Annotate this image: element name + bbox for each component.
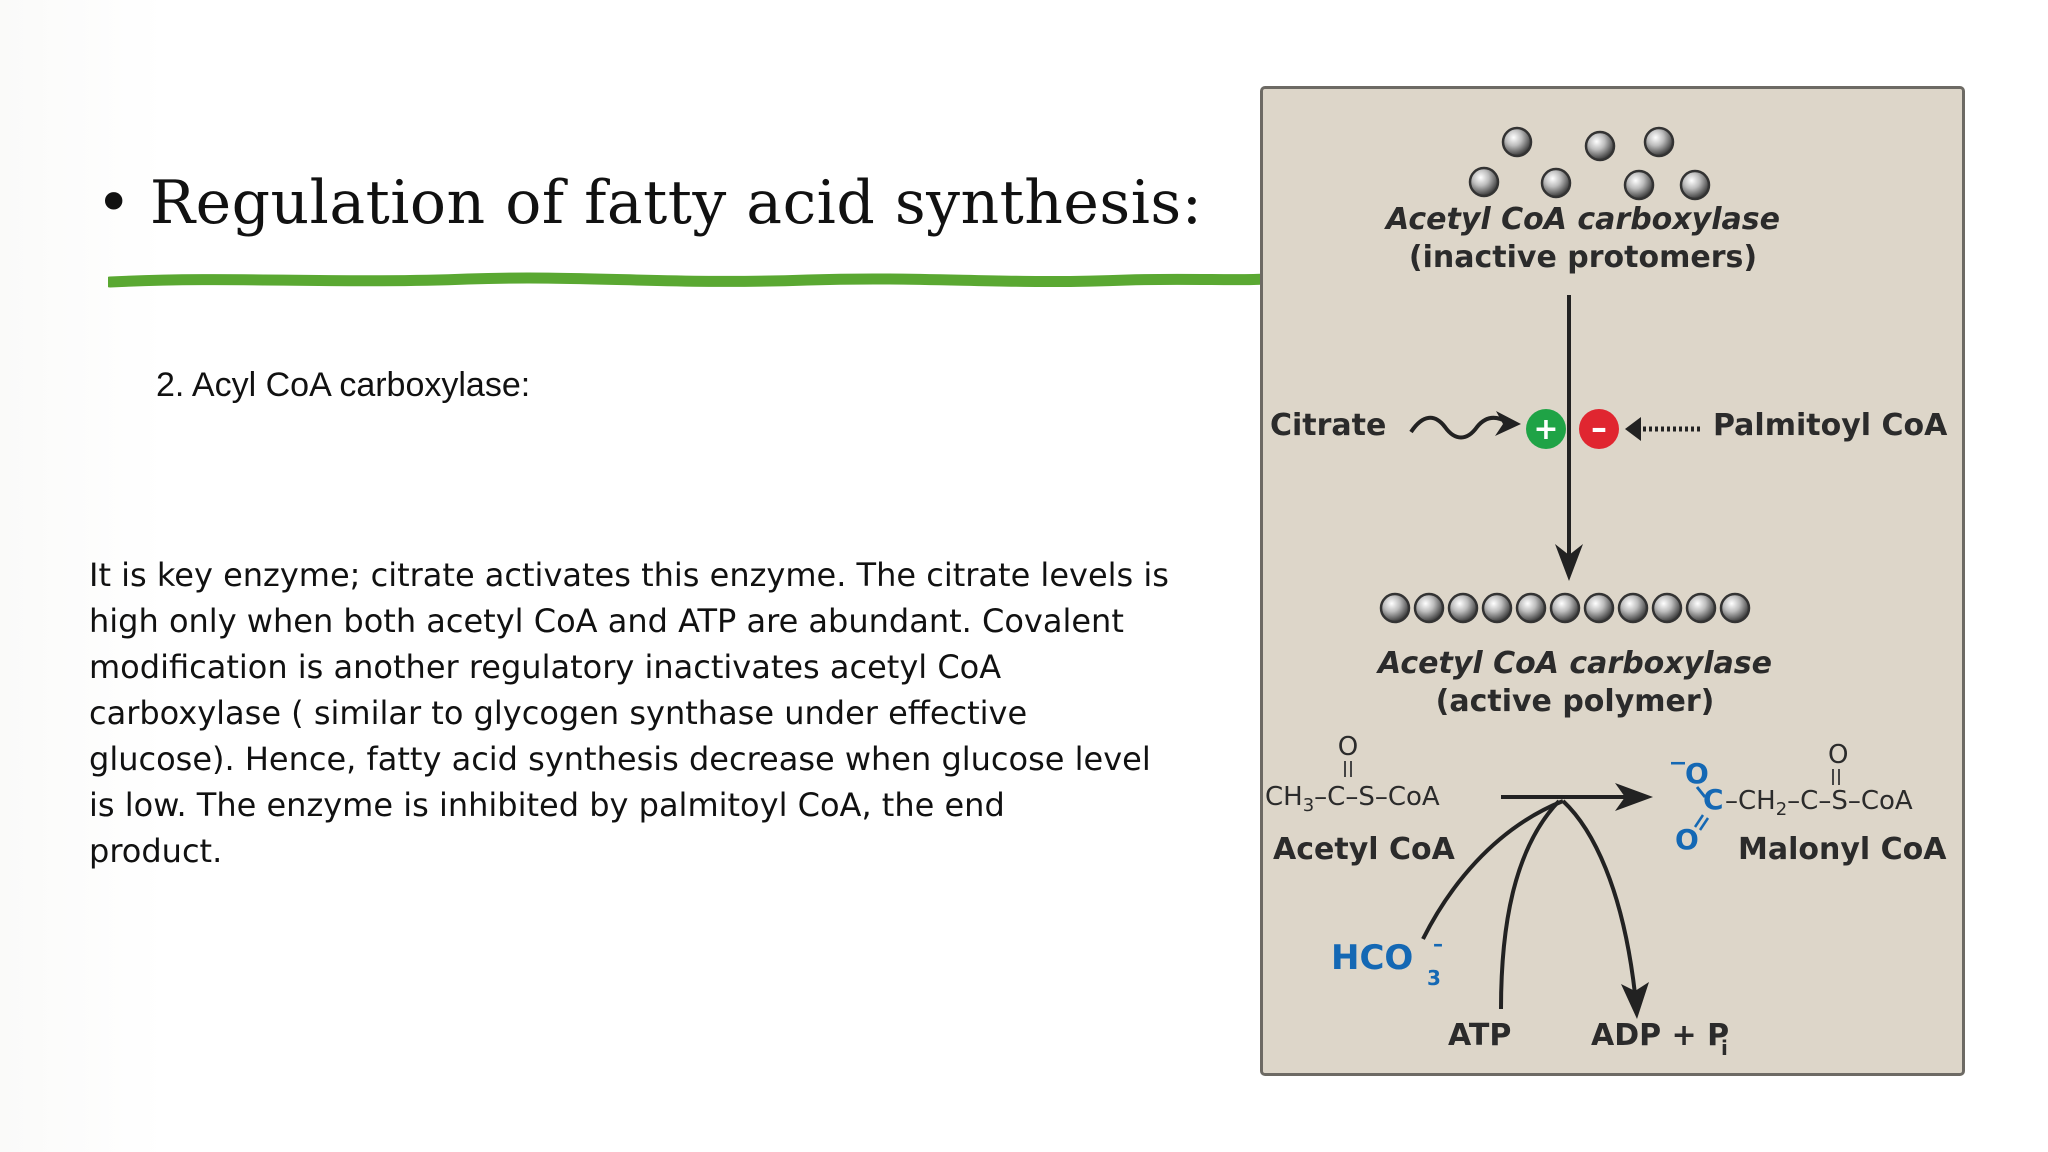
paragraph-line: carboxylase ( similar to glycogen syntha… [89, 694, 1028, 732]
svg-text:C: C [1703, 783, 1724, 816]
paragraph-line: glucose). Hence, fatty acid synthesis de… [89, 740, 1151, 778]
svg-text:i: i [1721, 1036, 1728, 1060]
adp-arrowhead [1621, 982, 1649, 1019]
subheading: 2. Acyl CoA carboxylase: [156, 366, 531, 404]
paragraph-line: It is key enzyme; citrate activates this… [89, 556, 1169, 594]
acetyl-coa-label: Acetyl CoA [1273, 832, 1456, 867]
active-enzyme-state: (active polymer) [1436, 684, 1715, 719]
inhibitor-arrowhead [1625, 417, 1641, 441]
title-bullet: • [96, 168, 132, 238]
description-paragraph: It is key enzyme; citrate activates this… [89, 552, 1169, 874]
title-text: Regulation of fatty acid synthesis: [149, 168, 1203, 238]
citrate-arrowhead [1495, 411, 1521, 436]
svg-text:O: O [1675, 823, 1699, 856]
paragraph-line: product. [89, 832, 223, 870]
citrate-label: Citrate [1270, 408, 1386, 443]
figure-diagram: Acetyl CoA carboxylase (inactive protome… [1265, 126, 1948, 1060]
paragraph-line: modification is another regulatory inact… [89, 648, 1002, 686]
atp-arrow [1499, 799, 1561, 1010]
svg-text:3: 3 [1427, 966, 1441, 990]
adp-pi-label: ADP + P i [1591, 1018, 1729, 1060]
svg-text:‾O: ‾O [1671, 757, 1709, 790]
inactive-enzyme-state: (inactive protomers) [1409, 240, 1757, 275]
bicarbonate-arrow [1421, 799, 1564, 940]
inhibitor-minus-icon [1579, 409, 1619, 449]
reaction-arrowhead [1615, 783, 1653, 811]
minus-sign: – [1591, 409, 1607, 447]
svg-text:O: O [1828, 740, 1848, 770]
bicarbonate-label: HCO 3 – [1331, 932, 1443, 990]
svg-text:CH3–C–S–CoA: CH3–C–S–CoA [1265, 782, 1440, 816]
title-underline [108, 272, 1268, 288]
activation-arrowhead [1555, 544, 1583, 581]
active-polymer [1379, 592, 1751, 624]
svg-text:–CH2–C–S–CoA: –CH2–C–S–CoA [1725, 786, 1913, 820]
plus-sign: + [1533, 412, 1558, 447]
slide-title: •Regulation of fatty acid synthesis: [96, 168, 1202, 238]
enzyme-regulation-figure: Acetyl CoA carboxylase (inactive protome… [1260, 86, 1965, 1076]
adp-arrow [1561, 799, 1637, 995]
citrate-arrow [1409, 415, 1509, 440]
svg-text:HCO: HCO [1331, 938, 1413, 978]
acetyl-coa-structure: O CH3–C–S–CoA [1265, 732, 1440, 816]
inactive-enzyme-name: Acetyl CoA carboxylase [1384, 202, 1780, 237]
atp-label: ATP [1448, 1018, 1511, 1053]
malonyl-coa-structure: ‾O C O –CH2–C–S–CoA O [1671, 740, 1913, 856]
svg-text:ADP + P: ADP + P [1591, 1018, 1729, 1053]
svg-text:–: – [1433, 932, 1443, 956]
paragraph-line: high only when both acetyl CoA and ATP a… [89, 602, 1124, 640]
activator-plus-icon [1526, 409, 1566, 449]
malonyl-coa-label: Malonyl CoA [1738, 832, 1947, 867]
active-enzyme-name: Acetyl CoA carboxylase [1376, 646, 1772, 681]
svg-text:O: O [1338, 732, 1358, 762]
background-shade [0, 0, 165, 1152]
palmitoyl-coa-label: Palmitoyl CoA [1713, 408, 1948, 443]
paragraph-line: is low. The enzyme is inhibited by palmi… [89, 786, 1005, 824]
inactive-protomers [1468, 126, 1711, 201]
